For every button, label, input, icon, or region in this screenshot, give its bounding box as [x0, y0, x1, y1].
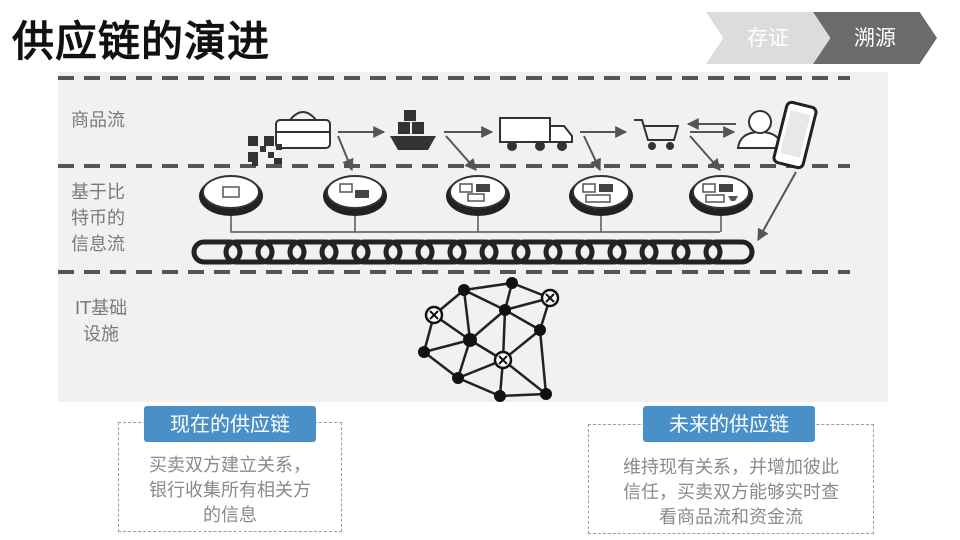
coin-icon [569, 175, 633, 216]
current-desc-line-1: 买卖双方建立关系， [149, 455, 311, 476]
future-supply-chain-tag: 未来的供应链 [643, 406, 815, 442]
current-supply-chain-tag: 现在的供应链 [144, 406, 316, 442]
truck-icon [499, 117, 573, 151]
row-label-goods-flow: 商品流 [56, 108, 140, 134]
row-label-info-flow: 基于比 特币的 信息流 [56, 180, 140, 258]
row-label-infrastructure-line-1: IT基础 [74, 298, 128, 319]
row-label-info-flow-line-2: 特币的 [71, 208, 125, 229]
current-desc-line-3: 的信息 [203, 505, 257, 526]
chain-icon [191, 239, 755, 265]
row-label-info-flow-line-1: 基于比 [71, 182, 125, 203]
shopping-cart-icon [634, 119, 680, 150]
future-desc-line-3: 看商品流和资金流 [659, 507, 803, 528]
coin-icon [689, 175, 753, 216]
coin-icon [199, 175, 263, 216]
future-desc-line-1: 维持现有关系，并增加彼此 [623, 457, 839, 478]
row-label-infrastructure-line-2: 设施 [83, 324, 119, 345]
row-label-goods-flow-text: 商品流 [71, 110, 125, 131]
coin-icon [323, 175, 387, 216]
page-title: 供应链的演进 [12, 17, 271, 66]
coin-icon [446, 175, 510, 216]
row-label-info-flow-line-3: 信息流 [71, 234, 125, 255]
smartphone-icon [772, 100, 818, 170]
step-certify[interactable]: 存证 [706, 12, 830, 64]
qr-code-icon [248, 136, 282, 166]
coin-chain-connectors [230, 216, 722, 233]
customer-avatar-icon [736, 110, 784, 149]
future-supply-chain-box: 维持现有关系，并增加彼此 信任，买卖双方能够实时查 看商品流和资金流 [588, 424, 874, 534]
current-desc-line-2: 银行收集所有相关方 [149, 480, 311, 501]
future-desc-line-2: 信任，买卖双方能够实时查 [623, 482, 839, 503]
step-traceability[interactable]: 溯源 [813, 12, 937, 64]
network-icon [418, 277, 560, 402]
row-label-infrastructure: IT基础 设施 [56, 296, 146, 348]
goods-flow-arrows [337, 118, 797, 242]
cargo-ship-icon [390, 110, 436, 150]
handbag-icon [275, 111, 331, 149]
